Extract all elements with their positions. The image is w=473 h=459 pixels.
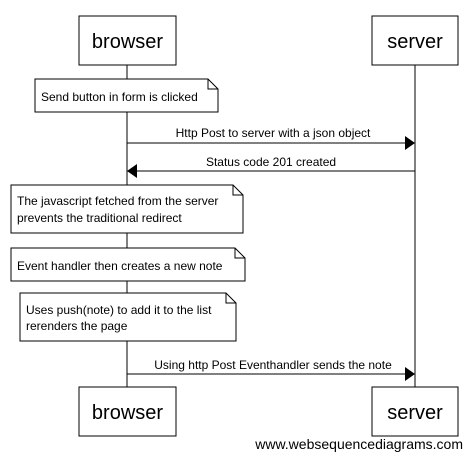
- participant-server-bottom: server: [371, 386, 459, 437]
- message-label: Http Post to server with a json object: [176, 126, 371, 140]
- participant-browser-top-label: browser: [92, 31, 163, 53]
- message-label: Using http Post Eventhandler sends the n…: [154, 358, 392, 372]
- message-label: Status code 201 created: [206, 155, 336, 169]
- watermark-link[interactable]: www.websequencediagrams.com: [254, 436, 463, 452]
- participant-browser-top: browser: [78, 15, 177, 66]
- note: Event handler then creates a new note: [10, 247, 246, 282]
- participant-browser-bottom: browser: [78, 386, 177, 437]
- message-arrow: Using http Post Eventhandler sends the n…: [127, 358, 415, 381]
- participant-server-top: server: [371, 15, 459, 66]
- note-text: prevents the traditional redirect: [17, 211, 182, 225]
- note-text: Event handler then creates a new note: [17, 259, 223, 273]
- note-text: Send button in form is clicked: [41, 90, 198, 104]
- participant-server-top-label: server: [387, 31, 443, 53]
- note-text: The javascript fetched from the server: [17, 194, 218, 208]
- participant-browser-bottom-label: browser: [92, 402, 163, 424]
- note: Send button in form is clicked: [34, 78, 219, 113]
- note-text: Uses push(note) to add it to the list: [26, 303, 212, 317]
- note-text: rerenders the page: [26, 319, 128, 333]
- message-arrow: Http Post to server with a json object: [127, 126, 415, 150]
- message-arrow: Status code 201 created: [127, 155, 415, 178]
- note: Uses push(note) to add it to the list re…: [19, 292, 237, 342]
- note: The javascript fetched from the server p…: [10, 184, 244, 234]
- participant-server-bottom-label: server: [387, 402, 443, 424]
